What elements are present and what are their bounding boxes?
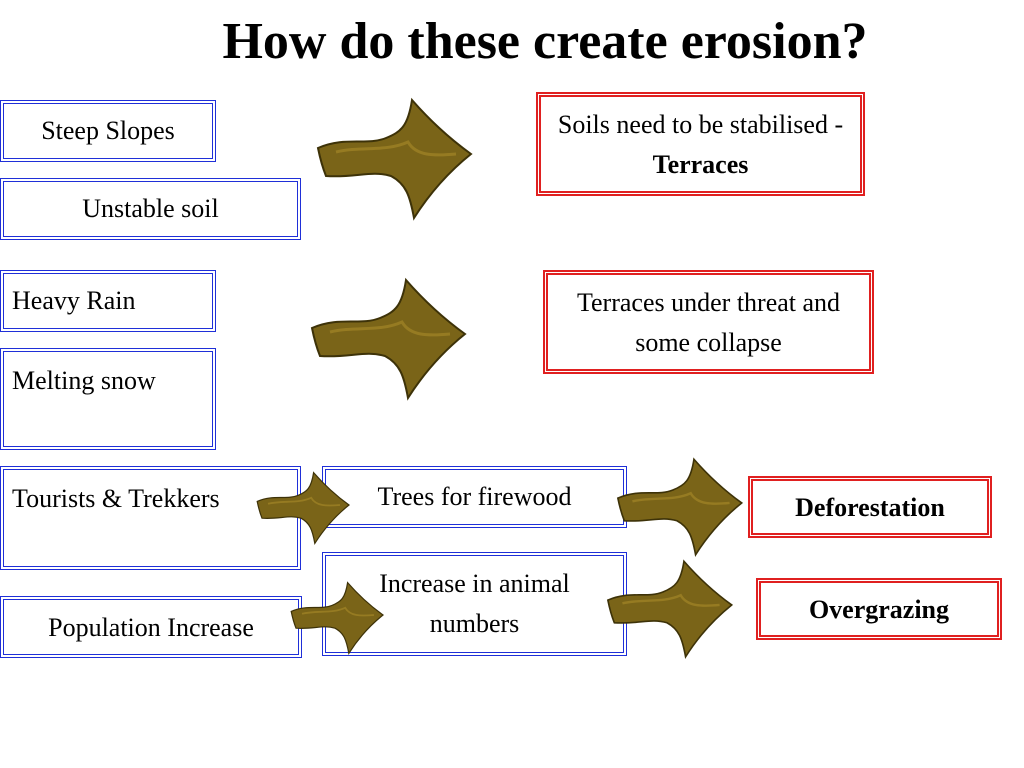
deforestation-label: Deforestation (795, 493, 945, 522)
arrow-right-icon (310, 278, 467, 400)
animal-numbers-label: Increase in animal numbers (379, 569, 570, 638)
box-melting-snow: Melting snow (0, 348, 216, 450)
arrow-right-icon (606, 560, 733, 658)
box-trees-firewood: Trees for firewood (322, 466, 627, 528)
box-animal-numbers: Increase in animal numbers (322, 552, 627, 656)
box-terraces: Soils need to be stabilised - Terraces (536, 92, 865, 196)
box-steep-slopes: Steep Slopes (0, 100, 216, 162)
population-label: Population Increase (48, 613, 254, 642)
steep-slopes-label: Steep Slopes (41, 116, 175, 145)
box-population: Population Increase (0, 596, 302, 658)
arrow-right-icon (316, 98, 473, 220)
terraces-bold: Terraces (652, 150, 749, 179)
arrow-right-icon (290, 581, 384, 655)
overgrazing-label: Overgrazing (808, 595, 950, 624)
heavy-rain-label: Heavy Rain (12, 286, 136, 315)
box-overgrazing: Overgrazing (756, 578, 1002, 640)
box-unstable-soil: Unstable soil (0, 178, 301, 240)
box-heavy-rain: Heavy Rain (0, 270, 216, 332)
arrow-right-icon (256, 471, 350, 545)
arrow-right-icon (616, 458, 743, 556)
page-title: How do these create erosion? (222, 13, 868, 70)
box-terraces-threat: Terraces under threat and some collapse (543, 270, 874, 374)
box-deforestation: Deforestation (748, 476, 992, 538)
terraces-threat-label: Terraces under threat and some collapse (576, 288, 841, 357)
tourists-label: Tourists & Trekkers (12, 484, 220, 513)
melting-snow-label: Melting snow (12, 366, 156, 395)
terraces-text: Soils need to be stabilised - (557, 110, 844, 139)
box-tourists: Tourists & Trekkers (0, 466, 301, 570)
trees-firewood-label: Trees for firewood (377, 482, 572, 511)
unstable-soil-label: Unstable soil (82, 194, 219, 223)
